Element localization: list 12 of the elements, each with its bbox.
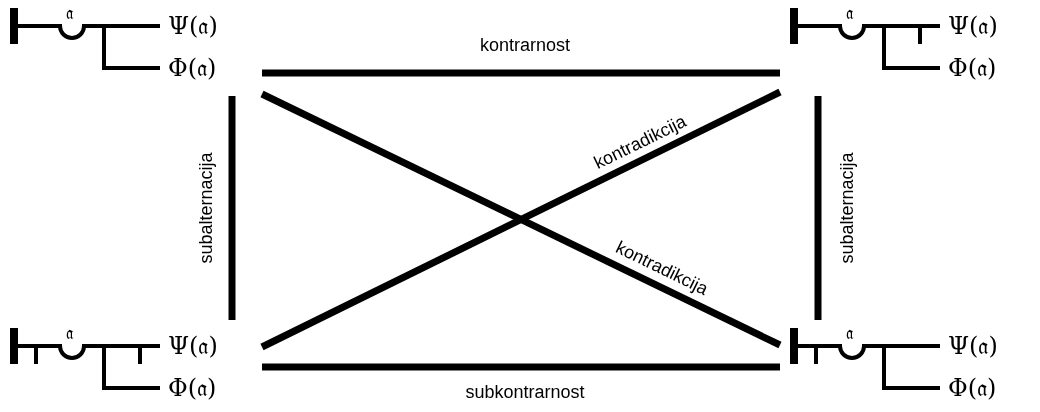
formula-text: Ψ(𝔞) [168, 12, 218, 40]
bound-variable: 𝔞 [66, 4, 73, 22]
formula-text: Ψ(𝔞) [168, 332, 218, 360]
formula-text: Ψ(𝔞) [948, 12, 998, 40]
bound-variable: 𝔞 [846, 324, 853, 342]
formula-text: Φ(𝔞) [168, 374, 217, 402]
bound-variable: 𝔞 [66, 324, 73, 342]
bound-variable: 𝔞 [846, 4, 853, 22]
formula-text: Φ(𝔞) [948, 374, 997, 402]
formula-text: Φ(𝔞) [948, 54, 997, 82]
formula-text: Ψ(𝔞) [948, 332, 998, 360]
formula-text: Φ(𝔞) [168, 54, 217, 82]
